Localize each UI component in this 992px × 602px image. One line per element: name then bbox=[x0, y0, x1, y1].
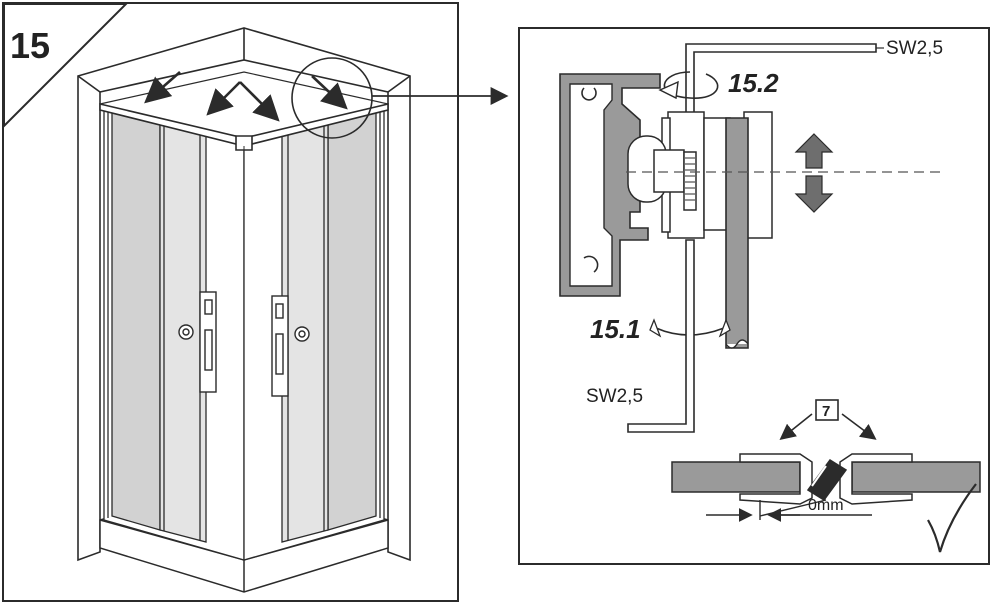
height-adjust-arrows-icon bbox=[794, 133, 834, 213]
tool-label-top: SW2,5 bbox=[886, 38, 943, 59]
right-panel: SW2,5 15.2 bbox=[518, 27, 990, 565]
check-mark-icon bbox=[927, 483, 977, 553]
hex-key-bottom bbox=[627, 239, 695, 433]
door-handle-right bbox=[271, 295, 310, 397]
glass-door-panel bbox=[725, 117, 749, 349]
substep-swing-label: 15.1 bbox=[590, 314, 641, 344]
step-number: 15 bbox=[10, 25, 50, 66]
part-number: 7 bbox=[822, 403, 830, 420]
enclosure-left bbox=[103, 107, 245, 561]
bathroom-walls bbox=[77, 27, 411, 562]
tool-label-bottom: SW2,5 bbox=[586, 386, 643, 407]
left-panel: 15 bbox=[2, 2, 459, 602]
rotate-arrow-icon bbox=[663, 71, 719, 99]
enclosure-right bbox=[243, 107, 385, 561]
gap-dimension bbox=[706, 499, 872, 522]
substep-rotate-label: 15.2 bbox=[728, 68, 779, 98]
door-handle-left bbox=[178, 291, 217, 393]
magnetic-seal-section bbox=[671, 453, 981, 505]
step-badge bbox=[3, 3, 129, 129]
alignment-arrows bbox=[144, 71, 348, 122]
detail-callout-circle bbox=[291, 57, 373, 139]
part-number-box bbox=[815, 399, 839, 421]
gap-label: 0mm bbox=[808, 497, 844, 514]
